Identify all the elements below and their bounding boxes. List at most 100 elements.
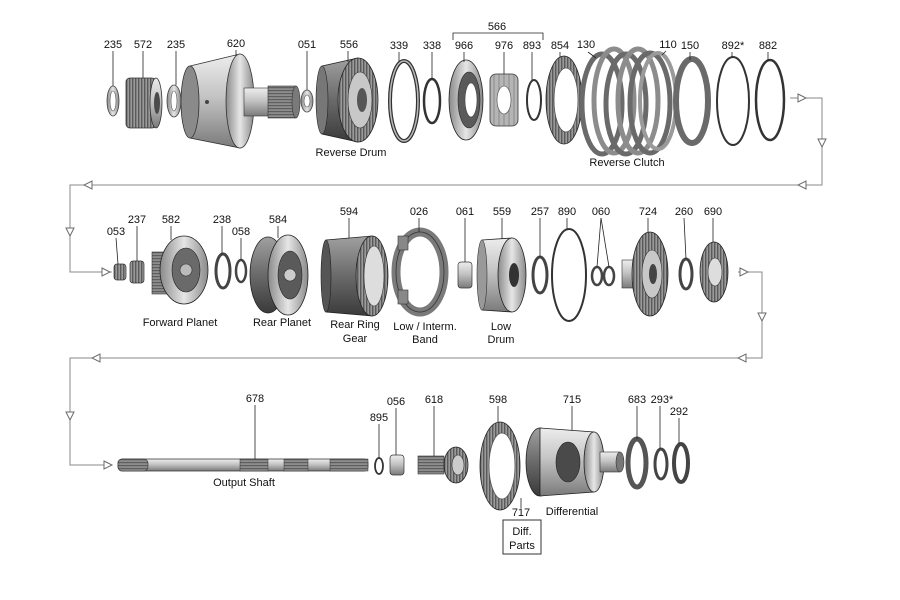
part-061-bushing [457,261,473,289]
label-053: 053 [107,226,125,238]
flow-arrow-left-r1 [796,180,807,190]
flow-arrow-right-r2b [739,267,750,277]
part-892-ring [716,56,750,146]
label-559: 559 [493,206,511,218]
caption-band-line2: Band [412,334,438,346]
part-598-ring-gear [479,421,521,511]
label-976: 976 [495,40,513,52]
flow-arrow-down-r1b [65,227,75,238]
part-338-snap-ring [422,77,442,125]
flow-row1-to-row2 [69,97,823,273]
label-598: 598 [489,394,507,406]
caption-reverse-drum: Reverse Drum [316,147,387,159]
row-1-parts [106,46,786,157]
label-130: 130 [577,39,595,51]
diff-parts-box [502,519,542,555]
label-717: 717 [512,507,530,519]
flow-arrow-left-r2 [736,353,747,363]
flow-lines [65,93,827,470]
label-584: 584 [269,214,287,226]
part-724-hub [621,231,669,317]
row-2-parts [113,227,729,322]
part-966-piston [448,59,484,141]
caption-reverse-clutch: Reverse Clutch [589,157,664,169]
part-026-band [391,227,449,317]
label-572: 572 [134,39,152,51]
label-058: 058 [232,226,250,238]
label-339: 339 [390,40,408,52]
label-556: 556 [340,39,358,51]
label-715: 715 [563,394,581,406]
flow-arrow-left-r2b [90,353,101,363]
label-890: 890 [558,206,576,218]
part-237-gear [129,260,145,284]
label-060: 060 [592,206,610,218]
flow-arrow-right-r3 [103,460,114,470]
part-690-sprag [699,241,729,303]
label-854: 854 [551,40,569,52]
label-150: 150 [681,40,699,52]
part-976-return-spring [489,73,519,127]
part-058-washer [234,258,248,284]
label-618: 618 [425,394,443,406]
label-235b: 235 [167,39,185,51]
part-060-bearing-a [590,265,604,287]
label-237: 237 [128,214,146,226]
flow-arrow-down-r2 [757,312,767,323]
row-3-parts [117,421,690,555]
part-620-drum [180,53,301,149]
part-559-low-drum [476,237,527,313]
flow-arrow-left-r1b [82,180,93,190]
label-051: 051 [298,39,316,51]
label-260: 260 [675,206,693,218]
part-257-washer [531,255,549,295]
caption-diff-parts-line1: Diff. [512,526,531,538]
part-293-washer [653,447,669,481]
part-895-snap-ring [374,457,384,475]
label-683: 683 [628,394,646,406]
part-556-reverse-drum [315,57,379,143]
part-053-bearing [113,263,127,281]
caption-rear-ring-line1: Rear Ring [330,319,380,331]
part-572-gear [125,77,163,129]
caption-low-drum-line1: Low [491,321,511,333]
label-293: 293* [651,394,674,406]
part-numbers: 235 572 235 620 051 556 339 338 566 966 … [104,21,777,519]
part-890-ring [551,228,587,322]
part-238-washer [214,252,232,290]
part-893-snap-ring [526,79,542,121]
label-566: 566 [488,21,506,33]
leader-lines [112,32,769,508]
part-reverse-clutch-pack [579,46,678,157]
caption-band-line1: Low / Interm. [393,321,457,333]
label-893: 893 [523,40,541,52]
part-882-snap-ring [754,58,786,142]
part-618-gear [417,446,469,484]
label-338: 338 [423,40,441,52]
caption-diff-parts-line2: Parts [509,540,535,552]
label-620: 620 [227,38,245,50]
part-582-forward-planet [151,235,209,305]
label-724: 724 [639,206,657,218]
part-260-washer [678,257,694,291]
part-683-bearing [625,436,649,490]
caption-output-shaft: Output Shaft [213,477,275,489]
flow-row2-to-row3 [69,271,763,466]
label-882: 882 [759,40,777,52]
part-056-bushing [389,454,405,476]
part-150-plate [673,56,711,146]
part-292-washer [672,442,690,484]
captions: Reverse Drum Reverse Clutch Forward Plan… [143,147,665,552]
label-966: 966 [455,40,473,52]
label-594: 594 [340,206,358,218]
flow-arrow-down-r1 [817,138,827,149]
label-678: 678 [246,393,264,405]
caption-differential: Differential [546,506,598,518]
label-892: 892* [722,40,745,52]
caption-rear-planet: Rear Planet [253,317,311,329]
part-584-rear-planet [249,234,309,316]
label-895: 895 [370,412,388,424]
flow-arrow-right-r2 [101,267,112,277]
flow-arrow-down-r2b [65,411,75,422]
